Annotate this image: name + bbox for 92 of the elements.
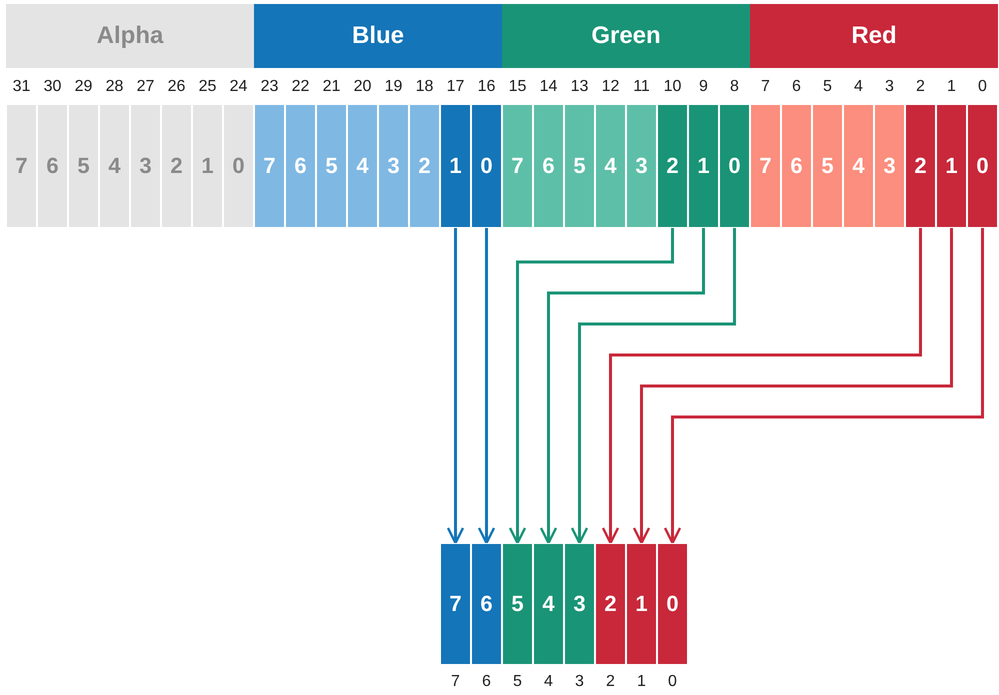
- bit-number: 8: [729, 78, 740, 96]
- bit-number: 11: [632, 78, 651, 96]
- bit-cell: 5: [68, 104, 99, 228]
- bit-number: 1: [636, 673, 647, 691]
- bit-number: 4: [853, 78, 864, 96]
- bit-cell: 4: [595, 104, 626, 228]
- bit-cell: 1: [626, 543, 657, 665]
- channel-header: Alpha: [6, 4, 254, 68]
- bit-cell: 0: [657, 543, 688, 665]
- bit-cell: 0: [967, 104, 998, 228]
- bit-cell: 3: [564, 543, 595, 665]
- bit-number: 3: [574, 673, 585, 691]
- arrow: [602, 228, 922, 544]
- bit-number: 25: [198, 78, 218, 96]
- bit-cell: 3: [626, 104, 657, 228]
- bit-cell: 2: [657, 104, 688, 228]
- bit-number: 5: [512, 673, 523, 691]
- bit-cell: 2: [409, 104, 440, 228]
- bit-cell: 6: [533, 104, 564, 228]
- bit-cell: 1: [688, 104, 719, 228]
- bit-cell: 4: [533, 543, 564, 665]
- bit-number: 22: [290, 78, 310, 96]
- bit-number: 13: [570, 78, 590, 96]
- bit-cell: 7: [254, 104, 285, 228]
- bit-cell: 7: [502, 104, 533, 228]
- arrow: [664, 228, 984, 544]
- bit-number: 17: [446, 78, 466, 96]
- bit-cell: 4: [99, 104, 130, 228]
- bit-cell: 3: [378, 104, 409, 228]
- bit-number: 0: [977, 78, 988, 96]
- bit-cell: 1: [440, 104, 471, 228]
- bit-cell: 1: [192, 104, 223, 228]
- bit-cell: 2: [161, 104, 192, 228]
- bit-number: 1: [946, 78, 957, 96]
- bit-number: 29: [74, 78, 94, 96]
- bit-cell: 3: [874, 104, 905, 228]
- bit-cell: 7: [750, 104, 781, 228]
- bit-cell: 6: [37, 104, 68, 228]
- bit-cell: 2: [905, 104, 936, 228]
- bit-number: 4: [543, 673, 554, 691]
- bit-number: 9: [698, 78, 709, 96]
- arrow: [632, 228, 953, 544]
- bit-cell: 5: [316, 104, 347, 228]
- bit-cell: 7: [6, 104, 37, 228]
- channel-header: Green: [502, 4, 750, 68]
- bit-number: 7: [450, 673, 461, 691]
- bit-cell: 5: [812, 104, 843, 228]
- bit-number: 6: [791, 78, 802, 96]
- bit-number: 30: [42, 78, 62, 96]
- bit-number: 2: [915, 78, 926, 96]
- bit-number: 28: [104, 78, 124, 96]
- bit-cell: 2: [595, 543, 626, 665]
- bit-number: 7: [760, 78, 771, 96]
- bit-cell: 4: [843, 104, 874, 228]
- bit-number: 20: [352, 78, 372, 96]
- bit-number: 5: [822, 78, 833, 96]
- arrow: [446, 228, 464, 544]
- bit-number: 31: [12, 78, 32, 96]
- bit-number: 23: [260, 78, 280, 96]
- arrow: [478, 228, 496, 544]
- bit-cell: 6: [285, 104, 316, 228]
- bit-number: 6: [481, 673, 492, 691]
- arrow: [508, 228, 674, 544]
- bit-cell: 0: [719, 104, 750, 228]
- bit-number: 19: [384, 78, 404, 96]
- bit-cell: 0: [223, 104, 254, 228]
- bit-number: 12: [600, 78, 620, 96]
- bit-number: 21: [322, 78, 342, 96]
- bit-number: 0: [667, 673, 678, 691]
- bit-cell: 7: [440, 543, 471, 665]
- bit-cell: 0: [471, 104, 502, 228]
- bit-number: 10: [662, 78, 682, 96]
- bit-number: 18: [414, 78, 434, 96]
- arrow: [570, 228, 736, 544]
- bit-number: 26: [166, 78, 186, 96]
- bit-number: 24: [228, 78, 248, 96]
- arrow: [540, 228, 705, 544]
- bit-cell: 5: [502, 543, 533, 665]
- bit-number: 16: [476, 78, 496, 96]
- bit-cell: 3: [130, 104, 161, 228]
- bit-number: 15: [508, 78, 528, 96]
- bit-number: 27: [136, 78, 156, 96]
- bit-number: 2: [605, 673, 616, 691]
- bit-number: 14: [538, 78, 558, 96]
- bit-cell: 6: [471, 543, 502, 665]
- bit-cell: 1: [936, 104, 967, 228]
- channel-header: Red: [750, 4, 998, 68]
- bit-number: 3: [884, 78, 895, 96]
- bit-cell: 4: [347, 104, 378, 228]
- bit-cell: 6: [781, 104, 812, 228]
- channel-header: Blue: [254, 4, 502, 68]
- bit-cell: 5: [564, 104, 595, 228]
